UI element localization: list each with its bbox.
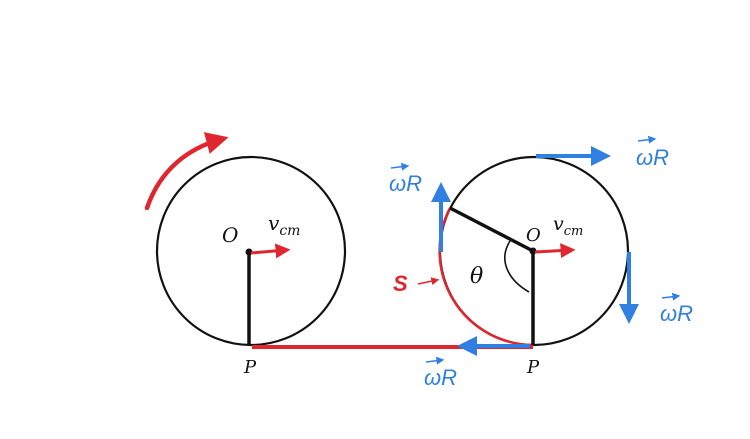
omega-r-bottom-label: ωR	[424, 365, 457, 390]
right-contact-label: P	[526, 357, 540, 378]
right-center-dot	[529, 247, 537, 255]
overarrow-right	[661, 292, 681, 301]
omega-r-top-label: ωR	[636, 145, 669, 170]
left-vcm-arrow	[250, 243, 291, 259]
arc-length-pointer	[417, 277, 440, 286]
right-rotated-radius	[449, 206, 534, 253]
theta-arc	[504, 240, 530, 293]
right-vcm-arrow	[534, 243, 576, 259]
overarrow-top	[637, 135, 657, 144]
right-wheel: θ O vcm P S ωR ωR ωR ωR	[389, 135, 693, 390]
left-center-dot	[245, 248, 253, 256]
omega-r-left-label: ωR	[389, 171, 422, 196]
arc-length-label: S	[393, 271, 408, 296]
left-wheel: O vcm P	[144, 132, 347, 378]
overarrow-bottom	[425, 356, 445, 365]
right-vcm-label: vcm	[553, 213, 583, 239]
left-wheel-circle	[155, 155, 347, 347]
omega-r-right-label: ωR	[660, 301, 693, 326]
left-vcm-label: vcm	[268, 211, 300, 239]
right-center-label: O	[526, 225, 541, 246]
left-contact-label: P	[243, 357, 257, 378]
theta-label: θ	[470, 264, 483, 289]
left-center-label: O	[222, 223, 238, 247]
overarrow-left	[390, 162, 410, 171]
left-rotation-arrow	[144, 132, 229, 211]
